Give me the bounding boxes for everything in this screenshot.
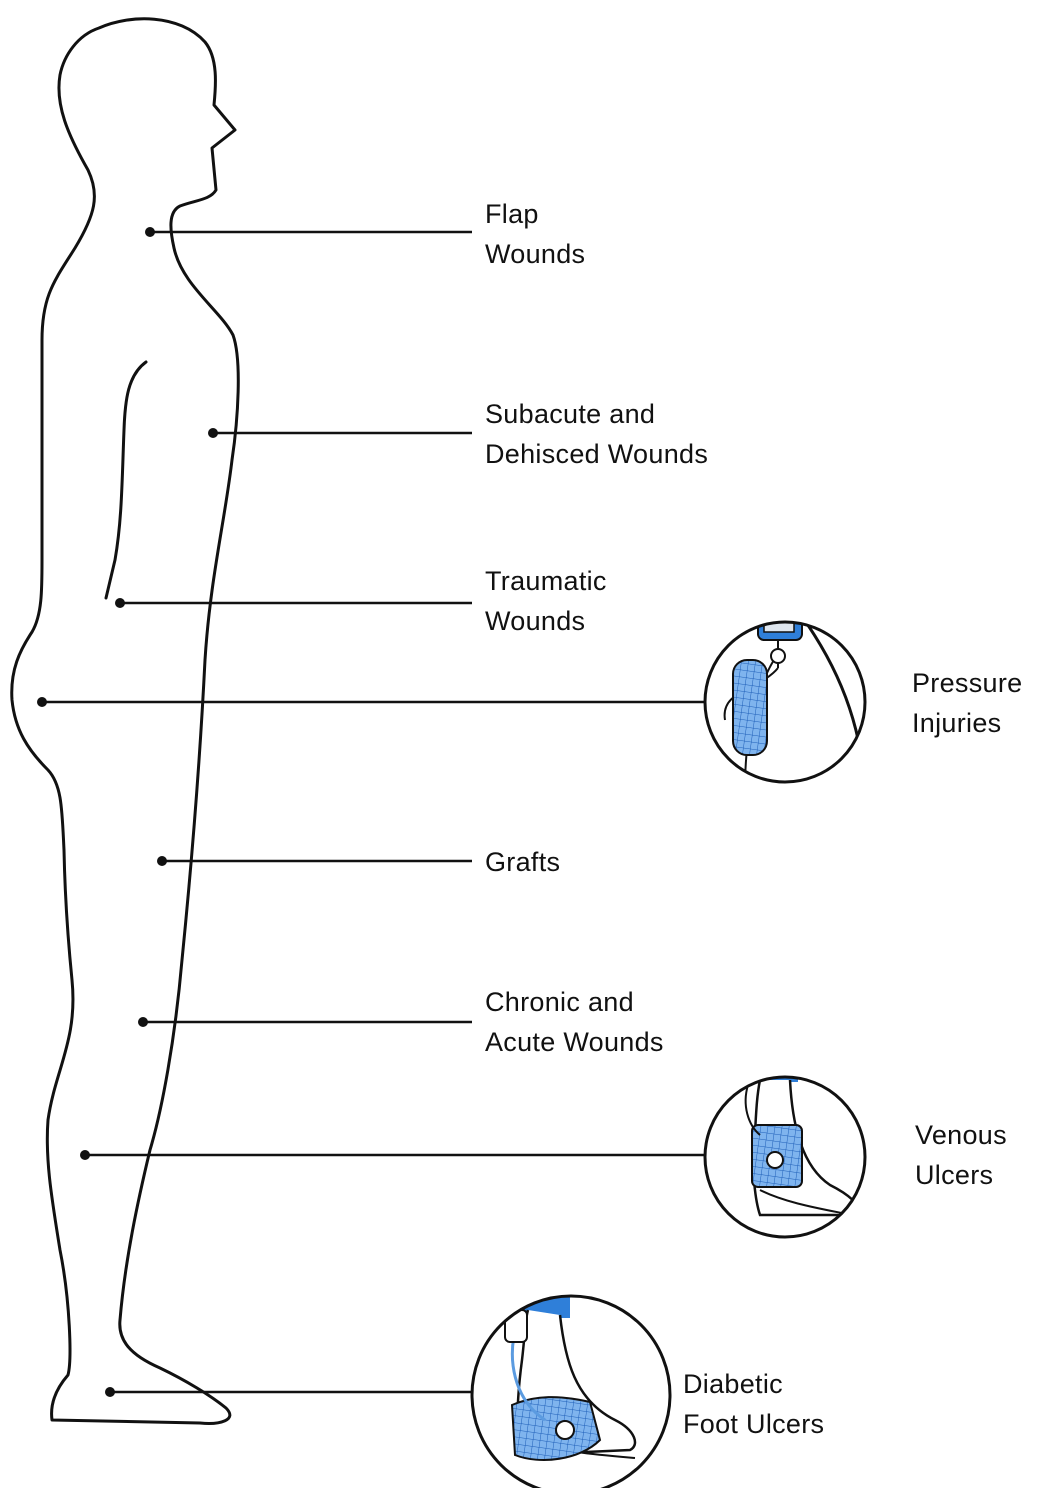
label-flap-wounds: Flap Wounds bbox=[485, 194, 585, 274]
label-traumatic-line2: Wounds bbox=[485, 601, 607, 641]
callout-dot-flap bbox=[145, 227, 155, 237]
venous-inset bbox=[700, 1060, 870, 1245]
label-chronic-line1: Chronic and bbox=[485, 982, 664, 1022]
label-diabetic-line2: Foot Ulcers bbox=[683, 1404, 824, 1444]
label-grafts-line1: Grafts bbox=[485, 842, 560, 882]
callout-dot-traumatic bbox=[115, 598, 125, 608]
callout-dot-venous bbox=[80, 1150, 90, 1160]
callout-dot-subacute bbox=[208, 428, 218, 438]
label-flap-line2: Wounds bbox=[485, 234, 585, 274]
label-flap-line1: Flap bbox=[485, 194, 585, 234]
label-pressure-injuries: Pressure Injuries bbox=[912, 663, 1022, 743]
label-traumatic-line1: Traumatic bbox=[485, 561, 607, 601]
callout-dot-chronic bbox=[138, 1017, 148, 1027]
callout-dot-grafts bbox=[157, 856, 167, 866]
label-subacute-line2: Dehisced Wounds bbox=[485, 434, 708, 474]
arm-outline bbox=[106, 362, 146, 598]
label-subacute-wounds: Subacute and Dehisced Wounds bbox=[485, 394, 708, 474]
body-outline bbox=[12, 19, 239, 1424]
label-pressure-line2: Injuries bbox=[912, 703, 1022, 743]
label-subacute-line1: Subacute and bbox=[485, 394, 708, 434]
pressure-inset bbox=[700, 600, 876, 790]
label-venous-line2: Ulcers bbox=[915, 1155, 1007, 1195]
label-chronic-line2: Acute Wounds bbox=[485, 1022, 664, 1062]
diabetic-inset bbox=[470, 1290, 670, 1488]
label-diabetic-line1: Diabetic bbox=[683, 1364, 824, 1404]
label-chronic-wounds: Chronic and Acute Wounds bbox=[485, 982, 664, 1062]
callout-dot-pressure bbox=[37, 697, 47, 707]
label-diabetic-ulcers: Diabetic Foot Ulcers bbox=[683, 1364, 824, 1444]
label-venous-line1: Venous bbox=[915, 1115, 1007, 1155]
label-venous-ulcers: Venous Ulcers bbox=[915, 1115, 1007, 1195]
label-pressure-line1: Pressure bbox=[912, 663, 1022, 703]
callout-dot-diabetic bbox=[105, 1387, 115, 1397]
label-traumatic-wounds: Traumatic Wounds bbox=[485, 561, 607, 641]
label-grafts: Grafts bbox=[485, 842, 560, 882]
